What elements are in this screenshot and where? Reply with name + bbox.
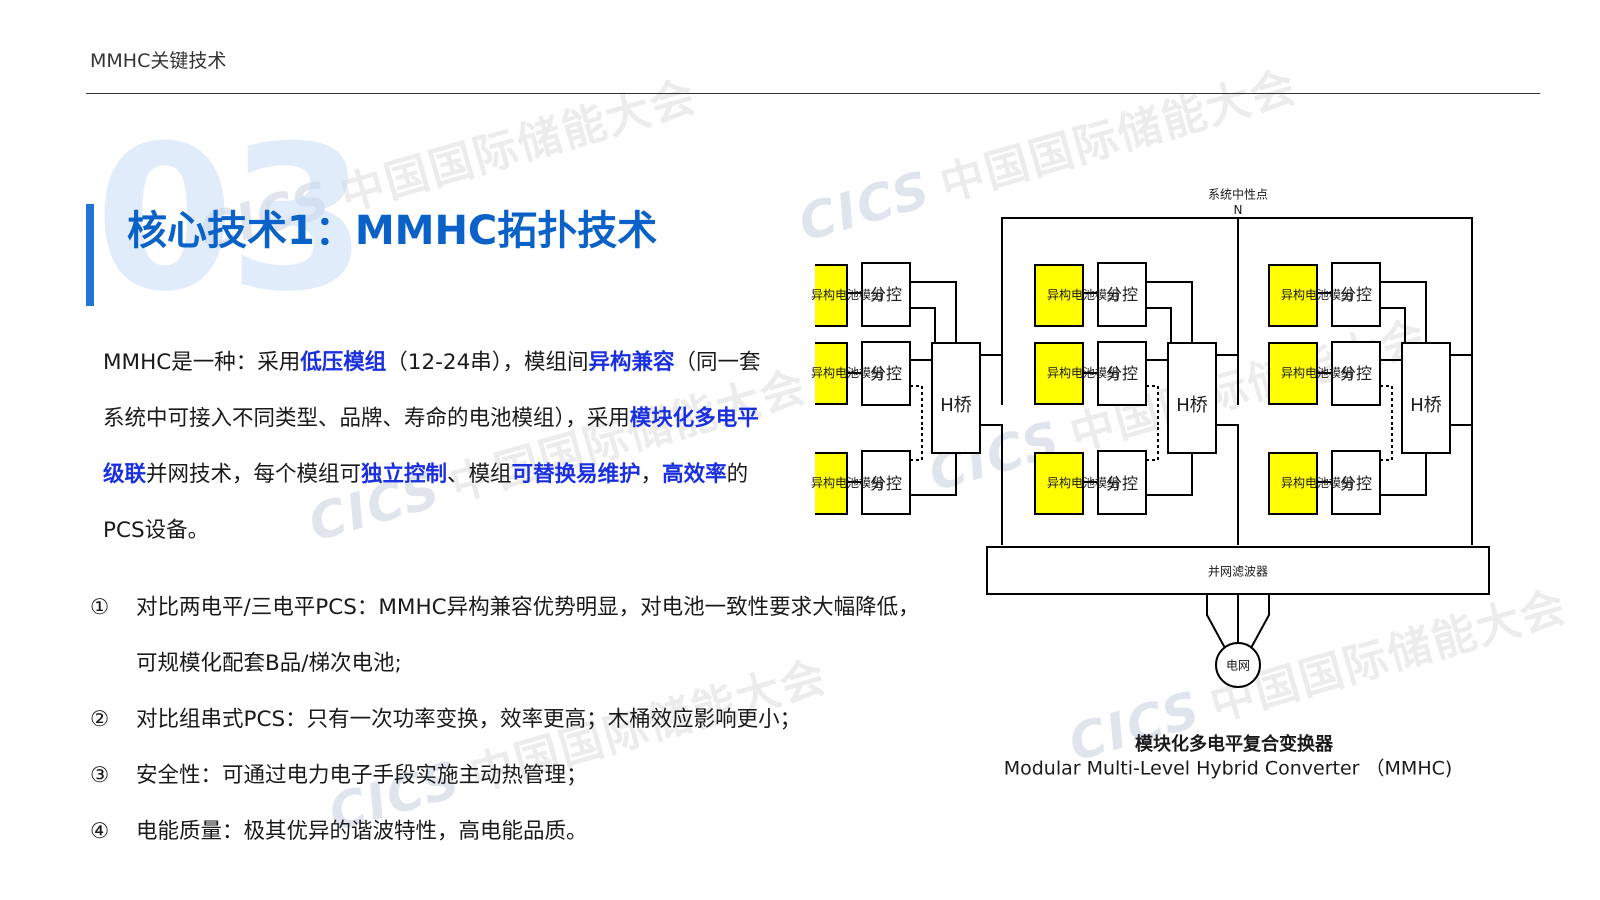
sub-controller-label: 分控 bbox=[1105, 474, 1139, 493]
intro-text: 的PCS设备。 bbox=[103, 462, 749, 543]
battery-module-label: 异构电池模组 bbox=[1281, 476, 1353, 490]
header-title: MMHC关键技术 bbox=[90, 50, 227, 72]
battery-module-label: 异构电池模组 bbox=[1047, 476, 1119, 490]
h-bridge-label: H桥 bbox=[1176, 395, 1208, 416]
diagram-caption-cn: 模块化多电平复合变换器 bbox=[1135, 734, 1333, 755]
battery-module-label: 异构电池模组 bbox=[1281, 366, 1353, 380]
intro-text: 、模组 bbox=[447, 462, 512, 487]
sub-controller-label: 分控 bbox=[1105, 364, 1139, 383]
intro-text: （同一套系统中可接入不同类型、品牌、寿命的电池模组），采用 bbox=[103, 350, 761, 431]
list-number: ④ bbox=[90, 819, 110, 844]
topology-wiring bbox=[815, 217, 1490, 688]
intro-highlight: 可替换易维护 bbox=[511, 462, 641, 487]
h-bridge-label: H桥 bbox=[1410, 395, 1442, 416]
list-item: ④ 电能质量：极其优异的谐波特性，高电能品质。 bbox=[90, 804, 920, 860]
phase-group bbox=[1034, 220, 1239, 545]
header-divider bbox=[86, 93, 1540, 94]
mmhc-topology-diagram: 系统中性点 N 异构电池模组 异构电池模组 异构电池模组 分控 分控 分控 H桥… bbox=[811, 185, 1555, 785]
list-item: ③ 安全性：可通过电力电子手段实施主动热管理； bbox=[90, 748, 920, 804]
list-item: ② 对比组串式PCS：只有一次功率变换，效率更高；木桶效应影响更小； bbox=[90, 692, 920, 748]
intro-text: ， bbox=[640, 462, 663, 487]
battery-module-label: 异构电池模组 bbox=[811, 366, 883, 380]
comparison-list: ① 对比两电平/三电平PCS：MMHC异构兼容优势明显，对电池一致性要求大幅降低，… bbox=[90, 580, 920, 860]
sub-controller-label: 分控 bbox=[1339, 364, 1373, 383]
battery-module-label: 异构电池模组 bbox=[1047, 288, 1119, 302]
neutral-symbol: N bbox=[1233, 203, 1243, 217]
list-number: ② bbox=[90, 707, 110, 732]
battery-module-label: 异构电池模组 bbox=[1047, 366, 1119, 380]
list-number: ③ bbox=[90, 763, 110, 788]
sub-controller-label: 分控 bbox=[1339, 285, 1373, 304]
intro-highlight: 低压模组 bbox=[300, 350, 387, 375]
list-number: ① bbox=[90, 595, 110, 620]
intro-highlight: 异构兼容 bbox=[588, 350, 675, 375]
h-bridge-label: H桥 bbox=[940, 395, 972, 416]
intro-text: MMHC是一种：采用 bbox=[103, 350, 301, 375]
intro-text: （12-24串），模组间 bbox=[386, 350, 589, 375]
sub-controller-label: 分控 bbox=[1339, 474, 1373, 493]
sub-controller-label: 分控 bbox=[1105, 285, 1139, 304]
battery-module-label: 异构电池模组 bbox=[811, 288, 883, 302]
section-title: 核心技术1：MMHC拓扑技术 bbox=[127, 208, 658, 254]
intro-highlight: 独立控制 bbox=[361, 462, 448, 487]
sub-controller-label: 分控 bbox=[869, 285, 903, 304]
sub-controller-label: 分控 bbox=[869, 474, 903, 493]
sub-controller-label: 分控 bbox=[869, 364, 903, 383]
list-text: 安全性：可通过电力电子手段实施主动热管理； bbox=[136, 763, 588, 788]
phase-group bbox=[1268, 262, 1473, 545]
list-item: ① 对比两电平/三电平PCS：MMHC异构兼容优势明显，对电池一致性要求大幅降低，… bbox=[90, 580, 920, 692]
list-text: 对比两电平/三电平PCS：MMHC异构兼容优势明显，对电池一致性要求大幅降低，可… bbox=[136, 595, 920, 676]
grid-filter-label: 并网滤波器 bbox=[1207, 564, 1269, 579]
list-text: 电能质量：极其优异的谐波特性，高电能品质。 bbox=[136, 819, 588, 844]
battery-module-label: 异构电池模组 bbox=[811, 476, 883, 490]
intro-highlight: 模块化多电平级联 bbox=[103, 406, 759, 487]
battery-module-label: 异构电池模组 bbox=[1281, 288, 1353, 302]
intro-text: 并网技术，每个模组可 bbox=[146, 462, 362, 487]
list-text: 对比组串式PCS：只有一次功率变换，效率更高；木桶效应影响更小； bbox=[136, 707, 802, 732]
title-accent-bar bbox=[86, 204, 94, 306]
neutral-point-label: 系统中性点 bbox=[1207, 187, 1269, 202]
phase-group bbox=[815, 220, 1003, 545]
section-number: 03 bbox=[95, 103, 367, 336]
power-grid-label: 电网 bbox=[1225, 658, 1251, 673]
diagram-caption-en: Modular Multi-Level Hybrid Converter （MM… bbox=[1003, 757, 1453, 780]
intro-paragraph: MMHC是一种：采用低压模组（12-24串），模组间异构兼容（同一套系统中可接入… bbox=[103, 335, 773, 559]
intro-highlight: 高效率 bbox=[662, 462, 727, 487]
